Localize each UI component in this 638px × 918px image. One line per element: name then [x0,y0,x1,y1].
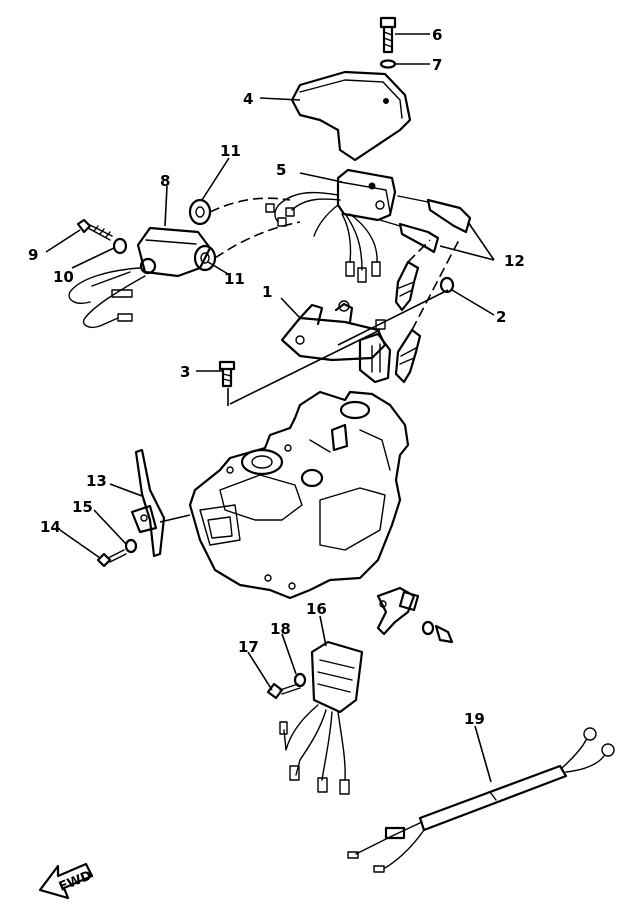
callout-3: 3 [180,363,190,381]
part-wire-harness [347,727,615,873]
part-bracket [229,289,449,405]
part-coil-screw [76,218,128,255]
part-cdi-unit [265,168,397,283]
callout-18: 18 [270,620,291,638]
callout-17: 17 [238,638,259,656]
part-bolt-top [379,16,397,69]
part-bolt-14 [96,549,127,568]
callout-11-lower: 11 [224,270,245,288]
callout-4: 4 [243,90,253,108]
fwd-arrow-icon: FWD [38,862,94,900]
part-screw-3 [218,360,236,406]
callout-12: 12 [504,252,525,270]
part-washer-15 [124,538,138,554]
callout-2: 2 [496,308,506,326]
callout-labels: 1 2 3 4 5 6 7 8 9 10 11 11 12 13 14 15 1… [28,26,525,728]
callout-14: 14 [40,518,61,536]
callout-10: 10 [53,268,74,286]
callout-7: 7 [432,56,442,74]
part-cover [290,70,412,162]
part-bolt-17 [266,682,301,700]
callout-15: 15 [72,498,93,516]
callout-19: 19 [464,710,485,728]
callout-16: 16 [306,600,327,618]
part-plug-caps [379,195,472,384]
part-ignition-coil [68,198,217,328]
part-rectifier [279,640,364,795]
callout-5: 5 [276,161,286,179]
callout-13: 13 [86,472,107,490]
part-nut [439,276,455,294]
part-lower-bracket [376,586,454,644]
callout-11-upper: 11 [220,142,241,160]
part-engine-block [188,390,410,600]
callout-leaders [45,33,495,783]
callout-9: 9 [28,246,38,264]
callout-8: 8 [160,172,170,190]
callout-1: 1 [262,283,272,301]
fwd-label: FWD [57,868,94,895]
part-washer-18 [293,672,307,688]
part-link-rod [130,448,191,558]
callout-6: 6 [432,26,442,44]
